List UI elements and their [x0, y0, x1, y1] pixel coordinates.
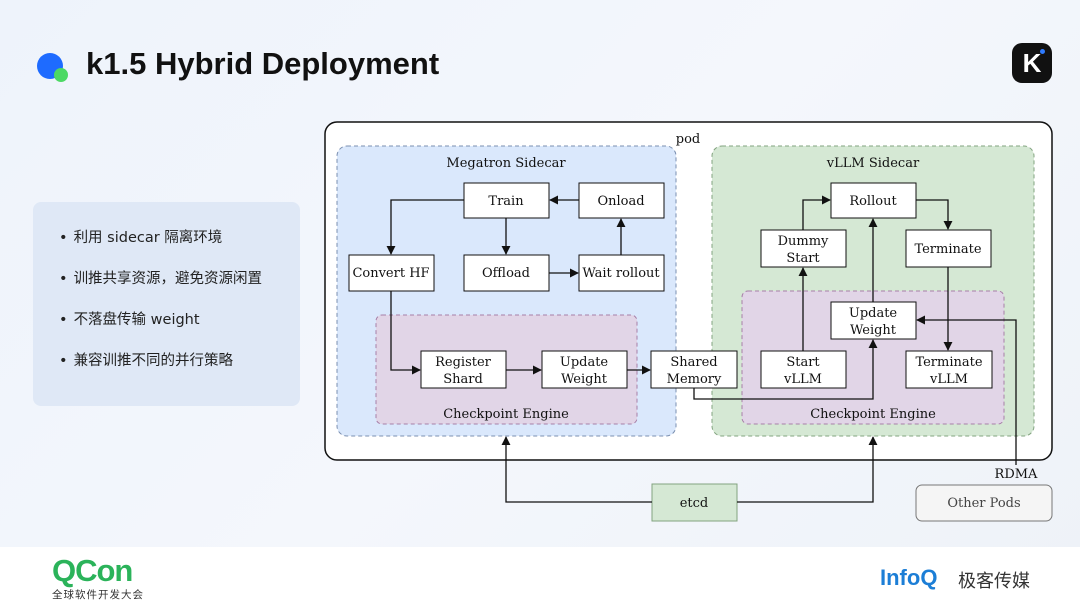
svg-text:Start: Start [786, 355, 820, 370]
bullet-item: 利用 sidecar 隔离环境 [59, 228, 300, 269]
bullet-list: 利用 sidecar 隔离环境 训推共享资源，避免资源闲置 不落盘传输 weig… [59, 228, 300, 392]
svg-text:Update: Update [849, 306, 898, 321]
bullet-item: 训推共享资源，避免资源闲置 [59, 269, 300, 310]
title-dot-green [54, 68, 68, 82]
edge-dummy-rollout [802, 195, 831, 230]
svg-text:Register: Register [435, 355, 492, 370]
node-rollout: Rollout [830, 182, 917, 219]
qcon-subtitle: 全球软件开发大会 [52, 589, 144, 601]
svg-text:Convert HF: Convert HF [352, 266, 429, 281]
svg-text:Update: Update [560, 355, 609, 370]
svg-text:Other Pods: Other Pods [947, 496, 1020, 511]
footer-bar [0, 547, 1080, 608]
kimi-logo-icon: K [1012, 43, 1052, 83]
node-other-pods: Other Pods [915, 484, 1053, 522]
rdma-label: RDMA [995, 467, 1039, 482]
svg-text:Shard: Shard [443, 372, 483, 387]
bullet-item: 不落盘传输 weight [59, 310, 300, 351]
edge-shared-updateweight [693, 339, 878, 400]
svg-text:Memory: Memory [667, 372, 722, 387]
node-update-weight-right: Update Weight [830, 301, 917, 340]
node-terminate: Terminate [905, 229, 992, 268]
page-title: k1.5 Hybrid Deployment [86, 46, 440, 81]
svg-text:Terminate: Terminate [914, 242, 981, 257]
logo-letter: K [1022, 48, 1042, 78]
node-start-vllm: Start vLLM [760, 350, 847, 389]
megatron-label: Megatron Sidecar [446, 156, 566, 171]
svg-text:Weight: Weight [850, 323, 897, 338]
edge-etcd-vllm [737, 436, 878, 503]
checkpoint-engine-right-label: Checkpoint Engine [810, 407, 936, 422]
svg-text:Dummy: Dummy [778, 234, 829, 249]
svg-text:Terminate: Terminate [915, 355, 982, 370]
logo-dot [1040, 49, 1045, 54]
node-train: Train [463, 182, 550, 219]
node-wait-rollout: Wait rollout [578, 254, 665, 292]
svg-text:Rollout: Rollout [849, 194, 897, 209]
node-update-weight-left: Update Weight [541, 350, 628, 389]
checkpoint-engine-left-label: Checkpoint Engine [443, 407, 569, 422]
bullet-card: 利用 sidecar 隔离环境 训推共享资源，避免资源闲置 不落盘传输 weig… [33, 202, 300, 406]
svg-text:vLLM: vLLM [783, 372, 822, 387]
bullet-item: 兼容训推不同的并行策略 [59, 351, 300, 392]
vllm-label: vLLM Sidecar [826, 156, 920, 171]
node-dummy-start: Dummy Start [760, 229, 847, 268]
node-register-shard: Register Shard [420, 350, 507, 389]
node-shared-memory: Shared Memory [650, 350, 738, 389]
svg-text:Weight: Weight [561, 372, 608, 387]
svg-text:vLLM: vLLM [929, 372, 968, 387]
node-etcd: etcd [651, 483, 738, 522]
svg-text:Wait rollout: Wait rollout [582, 266, 660, 281]
edge-etcd-megatron [501, 436, 652, 503]
svg-text:Onload: Onload [597, 194, 644, 209]
node-offload: Offload [463, 254, 550, 292]
node-convert-hf: Convert HF [348, 254, 435, 292]
svg-text:etcd: etcd [680, 496, 709, 511]
edge-convert-register [390, 291, 421, 375]
node-onload: Onload [578, 182, 665, 219]
edge-train-convert [386, 199, 464, 255]
svg-text:Start: Start [786, 251, 820, 266]
pod-label: pod [676, 132, 700, 147]
edge-rollout-terminate [916, 199, 953, 230]
infoq-subtitle: 极客传媒 [958, 571, 1030, 592]
node-terminate-vllm: Terminate vLLM [905, 350, 993, 389]
svg-text:Offload: Offload [482, 266, 530, 281]
diagram-edges [386, 195, 1017, 503]
svg-text:Train: Train [488, 194, 524, 209]
edge-rdma-updateweight [916, 315, 1017, 465]
infoq-logo: InfoQ [880, 565, 938, 590]
svg-text:Shared: Shared [670, 355, 717, 370]
qcon-logo: QCon [52, 553, 133, 588]
